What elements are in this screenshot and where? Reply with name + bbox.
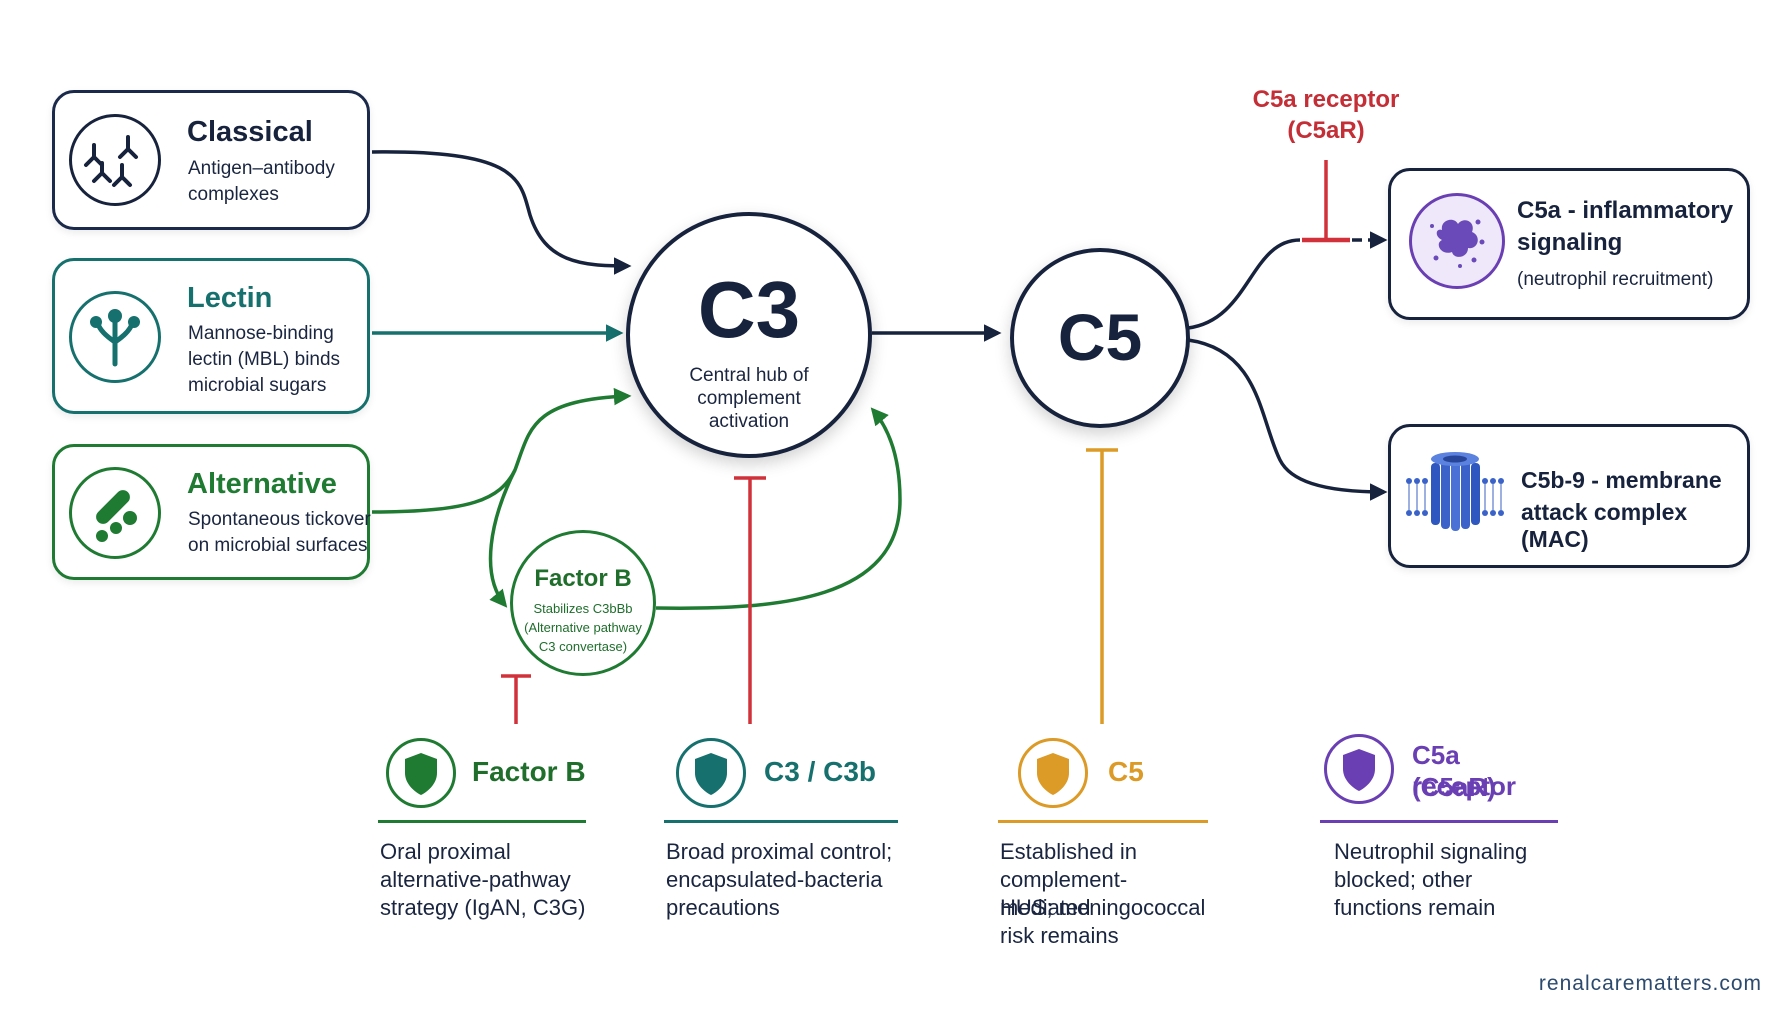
footer-url: renalcarematters.com	[1538, 972, 1762, 995]
classical-to-c3-arrow	[371, 150, 632, 275]
shield-icon	[386, 738, 456, 808]
c5ar-top-label-line: (C5aR)	[1287, 117, 1365, 144]
pathway-desc: Mannose-binding lectin (MBL) binds micro…	[188, 323, 341, 396]
target-label: Factor B	[472, 756, 586, 787]
target-desc: complement-mediated	[1000, 867, 1128, 920]
c3-sub-line: Central hub of	[689, 365, 809, 386]
target-desc: Oral proximal	[380, 839, 511, 864]
c5ar-top-label: C5a receptor (C5aR)	[1236, 84, 1416, 146]
shield-icon	[1324, 734, 1394, 804]
factor-b-node: Factor B Stabilizes C3bBb (Alternative p…	[510, 530, 656, 676]
outcome-line: attack complex (MAC)	[1521, 499, 1688, 552]
outcome-card-mac: C5b-9 - membrane attack complex (MAC)	[1388, 424, 1750, 568]
target-label: C5	[1108, 756, 1144, 787]
alternative-to-c3-arrow	[371, 387, 632, 514]
target-desc: Neutrophil signaling	[1334, 839, 1528, 864]
shield-icon	[1018, 738, 1088, 808]
c5ar-inhibitor-bar	[1302, 160, 1350, 243]
c5-label: C5	[1057, 300, 1143, 374]
outcome-line: signaling	[1517, 229, 1623, 256]
c3-hub: C3 Central hub of complement activation	[626, 212, 872, 458]
c3-sub-line: activation	[708, 411, 790, 432]
target-desc: HUS; meningococcal	[1000, 895, 1206, 920]
c5-to-mac-arrow	[1187, 338, 1388, 501]
c5-hub: C5	[1010, 248, 1190, 428]
target-divider	[998, 820, 1208, 823]
target-label: C5a receptor	[1412, 740, 1517, 801]
target-divider	[664, 820, 898, 823]
pathway-card-lectin: Lectin Mannose-binding lectin (MBL) bind…	[52, 258, 370, 414]
outcome-line: C5a - inflammatory	[1517, 197, 1734, 224]
factor-b-node-line: C3 convertase)	[538, 639, 628, 654]
pathway-title: Lectin	[187, 282, 273, 314]
target-desc: risk remains	[1000, 923, 1119, 948]
factor-b-node-line: (Alternative pathway	[524, 620, 642, 635]
target-desc: Broad proximal control;	[666, 839, 893, 864]
factorb-to-c3-arrow	[655, 407, 902, 610]
alternative-to-factorb-arrow	[488, 469, 517, 608]
pathway-desc: Antigen–antibody complexes	[188, 158, 335, 205]
pathway-card-alternative: Alternative Spontaneous tickover on micr…	[52, 444, 371, 580]
antibody-icon	[69, 114, 161, 206]
lectin-icon	[69, 291, 161, 383]
c3-label: C3	[697, 265, 801, 354]
target-label: C3 / C3b	[764, 756, 877, 787]
outcome-card-c5a: C5a - inflammatory signaling (neutrophil…	[1388, 168, 1750, 320]
pathway-title: Alternative	[187, 468, 337, 500]
shield-icon	[676, 738, 746, 808]
outcome-line: (neutrophil recruitment)	[1517, 269, 1714, 290]
outcome-line: C5b-9 - membrane	[1521, 467, 1722, 493]
target-desc: encapsulated-bacteria	[666, 867, 883, 892]
target-desc: alternative-pathway	[380, 867, 571, 892]
target-desc: Established in	[1000, 839, 1137, 864]
target-desc: strategy (IgAN, C3G)	[380, 895, 586, 920]
target-desc: precautions	[666, 895, 780, 920]
target-desc: functions remain	[1334, 895, 1496, 920]
c5-to-c5a-line	[1187, 238, 1301, 330]
pathway-card-classical: Classical Antigen–antibody complexes	[52, 90, 370, 230]
target-factor-b: Factor B Oral proximal alternative-pathw…	[378, 738, 588, 938]
c3-inhibitor-bar	[734, 476, 766, 724]
microbe-icon	[69, 467, 161, 559]
mac-pore-icon	[1403, 451, 1507, 541]
target-divider	[378, 820, 586, 823]
c5-inhibitor-bar	[1086, 448, 1118, 724]
neutrophil-icon	[1409, 193, 1505, 289]
pathway-desc: Spontaneous tickover on microbial surfac…	[188, 509, 371, 556]
pathway-title: Classical	[187, 116, 313, 148]
target-divider	[1320, 820, 1558, 823]
c3-sub-line: complement	[697, 388, 801, 409]
factor-b-node-title: Factor B	[534, 565, 632, 592]
target-c5ar: C5a receptor (C5aR) Neutrophil signaling…	[1320, 734, 1560, 934]
c5ar-top-label-line: C5a receptor	[1252, 86, 1400, 113]
factorb-inhibitor-bar	[501, 674, 531, 724]
target-c3-c3b: C3 / C3b Broad proximal control; encapsu…	[664, 738, 900, 938]
target-label: (C5aR)	[1412, 772, 1496, 802]
target-c5: C5 Established in complement-mediated HU…	[998, 738, 1208, 958]
factor-b-node-line: Stabilizes C3bBb	[533, 601, 633, 616]
target-desc: blocked; other	[1334, 867, 1473, 892]
